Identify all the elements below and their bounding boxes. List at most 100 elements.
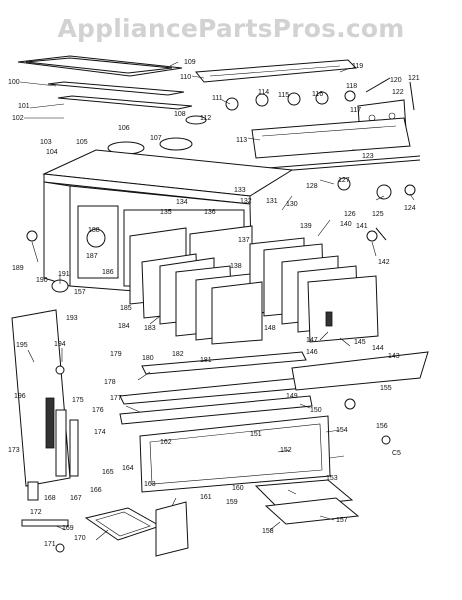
- callout-139: 139: [300, 223, 312, 230]
- callout-152: 152: [280, 447, 292, 454]
- rails-143-150: [119, 351, 429, 425]
- leader-lines: [19, 61, 415, 541]
- callout-169: 169: [62, 525, 74, 532]
- callout-193: 193: [66, 315, 78, 322]
- callout-137: 137: [238, 237, 250, 244]
- callout-112: 112: [200, 115, 211, 122]
- control-knobs-111-118: [225, 90, 356, 111]
- callout-171: 171: [44, 541, 56, 548]
- callout-148: 148: [264, 325, 276, 332]
- callout-107: 107: [150, 135, 162, 142]
- trim-strip-100: [47, 81, 185, 96]
- callout-113: 113: [236, 137, 247, 144]
- callout-141: 141: [356, 223, 368, 230]
- diagram-code: C5: [392, 450, 401, 457]
- callout-111: 111: [212, 95, 223, 102]
- small-parts-left: [26, 227, 387, 293]
- callout-155: 155: [380, 385, 392, 392]
- callout-154: 154: [336, 427, 348, 434]
- broiler-drawer-151-154: [139, 415, 331, 493]
- callout-131: 131: [266, 198, 278, 205]
- callout-179: 179: [110, 351, 122, 358]
- trim-strip-101: [57, 95, 193, 110]
- callout-128: 128: [306, 183, 318, 190]
- callout-103: 103: [40, 139, 52, 146]
- callout-157b: 157: [336, 517, 348, 524]
- broiler-tray-168-170: [84, 501, 189, 557]
- callout-172: 172: [30, 509, 42, 516]
- callout-163: 163: [144, 481, 156, 488]
- callout-144: 144: [372, 345, 384, 352]
- console-110: [195, 59, 358, 83]
- callout-189: 189: [12, 265, 24, 272]
- callout-178: 178: [104, 379, 116, 386]
- callout-191: 191: [58, 271, 70, 278]
- callout-187: 187: [86, 253, 98, 260]
- callout-118: 118: [346, 83, 357, 90]
- callout-194: 194: [54, 341, 66, 348]
- callout-181: 181: [200, 357, 212, 364]
- callout-136: 136: [204, 209, 216, 216]
- callout-161: 161: [200, 494, 212, 501]
- broiler-pans-157-160: [254, 479, 360, 525]
- callout-127: 127: [338, 177, 350, 184]
- callout-185: 185: [120, 305, 132, 312]
- callout-180: 180: [142, 355, 154, 362]
- manifold-113-123: [251, 117, 421, 173]
- callout-190: 190: [36, 277, 48, 284]
- callout-123: 123: [362, 153, 374, 160]
- callout-117: 117: [350, 107, 361, 114]
- callout-134: 134: [176, 199, 188, 206]
- callout-105: 105: [76, 139, 88, 146]
- callout-170: 170: [74, 535, 86, 542]
- callout-102: 102: [12, 115, 24, 122]
- callout-122: 122: [392, 89, 404, 96]
- callout-110: 110: [180, 74, 191, 81]
- callout-177: 177: [110, 395, 122, 402]
- callout-151: 151: [250, 431, 262, 438]
- callout-120: 120: [390, 77, 402, 84]
- callout-104: 104: [46, 149, 58, 156]
- callout-133: 133: [234, 187, 246, 194]
- callout-100: 100: [8, 79, 20, 86]
- callout-145: 145: [354, 339, 366, 346]
- callout-168: 168: [44, 495, 56, 502]
- callout-121: 121: [408, 75, 420, 82]
- oven-doors-144-148: [141, 243, 379, 345]
- callout-101: 101: [18, 103, 30, 110]
- callout-108: 108: [174, 111, 186, 118]
- callout-146: 146: [306, 349, 318, 356]
- callout-184: 184: [118, 323, 130, 330]
- callout-175: 175: [72, 397, 84, 404]
- callout-115: 115: [278, 92, 289, 99]
- burner-assembly-105-108: [107, 115, 207, 155]
- callout-143: 143: [388, 353, 400, 360]
- callout-162: 162: [160, 439, 172, 446]
- callout-140: 140: [340, 221, 352, 228]
- callout-174: 174: [94, 429, 106, 436]
- callout-147: 147: [306, 337, 318, 344]
- callout-130: 130: [286, 201, 298, 208]
- callout-126: 126: [344, 211, 356, 218]
- callout-173: 173: [8, 447, 20, 454]
- callout-125: 125: [372, 211, 384, 218]
- callout-106: 106: [118, 125, 130, 132]
- side-panel-193: [11, 309, 79, 487]
- callout-156: 156: [376, 423, 388, 430]
- callout-149: 149: [286, 393, 298, 400]
- callout-188: 188: [88, 227, 100, 234]
- callout-153: 153: [326, 475, 338, 482]
- callout-165: 165: [102, 469, 114, 476]
- callout-167: 167: [70, 495, 82, 502]
- callout-150: 150: [310, 407, 322, 414]
- part-callouts: 109 100 110 119 120 121 101 111 114 115 …: [8, 59, 420, 548]
- callout-186: 186: [102, 269, 114, 276]
- watermark: AppliancePartsPros.com: [57, 14, 405, 43]
- knobs-124-127: [337, 177, 416, 200]
- callout-183: 183: [144, 325, 156, 332]
- callout-119: 119: [352, 63, 363, 70]
- callout-159: 159: [226, 499, 238, 506]
- callout-164: 164: [122, 465, 134, 472]
- callout-135: 135: [160, 209, 172, 216]
